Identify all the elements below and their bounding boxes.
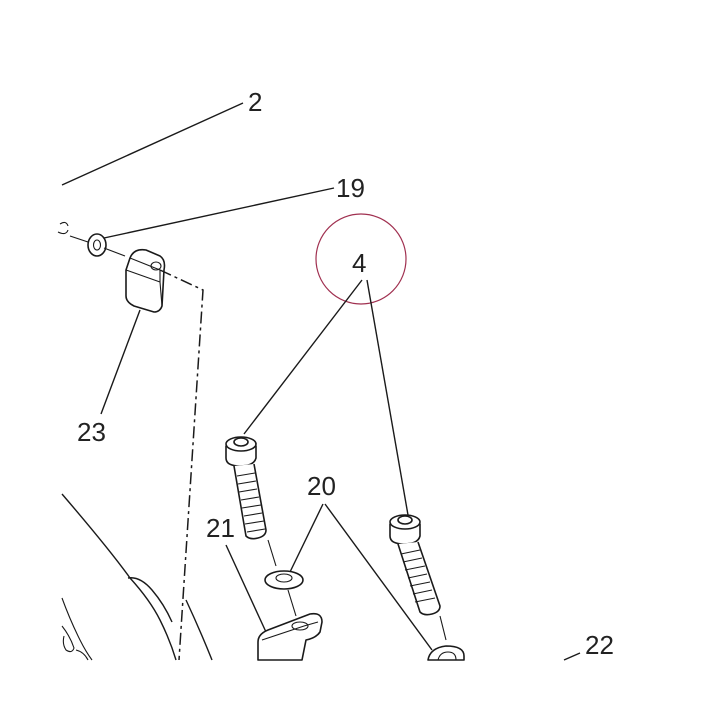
leader-line-2 — [61, 102, 244, 186]
callout-20[interactable]: 20 — [289, 471, 433, 651]
callout-label-22: 22 — [585, 630, 614, 660]
bolt-4-right — [389, 514, 447, 641]
bolt-4-left — [225, 436, 277, 567]
leader-line-4a — [243, 279, 363, 435]
callout-label-23: 23 — [77, 417, 106, 447]
washer-19 — [69, 233, 126, 257]
callout-label-2: 2 — [248, 87, 262, 117]
leader-line-19 — [103, 187, 335, 239]
callout-19[interactable]: 19 — [103, 173, 365, 239]
bracket-21 — [257, 612, 323, 661]
partial-part-edge — [57, 221, 69, 235]
leader-line-20b — [324, 503, 433, 651]
washer-20-left — [264, 570, 304, 617]
leader-line-21 — [225, 544, 267, 633]
leader-line-22 — [563, 652, 581, 661]
washer-20-right — [427, 645, 465, 661]
bracket-23 — [125, 248, 166, 313]
callout-4[interactable]: 4 — [243, 248, 409, 516]
callout-21[interactable]: 21 — [206, 513, 267, 633]
alignment-dash-line — [159, 269, 204, 661]
callout-label-20: 20 — [307, 471, 336, 501]
callout-label-4: 4 — [352, 248, 366, 278]
callout-label-21: 21 — [206, 513, 235, 543]
highlight-circle — [315, 213, 407, 305]
callout-23[interactable]: 23 — [77, 309, 141, 447]
callout-label-19: 19 — [336, 173, 365, 203]
leader-line-4b — [366, 279, 409, 516]
frame-body-outline — [61, 493, 213, 661]
leader-line-20a — [289, 503, 324, 573]
leader-line-23 — [100, 309, 141, 415]
callout-2[interactable]: 2 — [61, 87, 262, 186]
callout-22[interactable]: 22 — [563, 630, 614, 661]
